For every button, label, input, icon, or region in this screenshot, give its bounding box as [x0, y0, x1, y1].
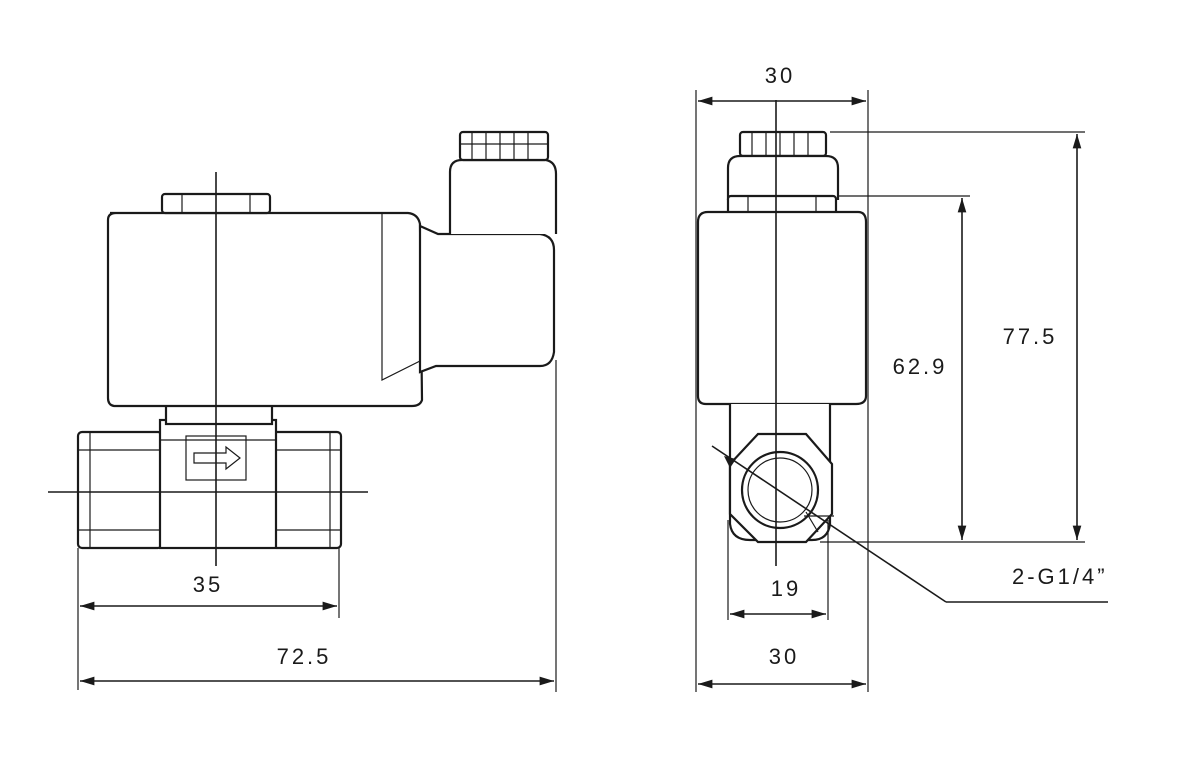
front-view: 35 72.5 [48, 130, 558, 692]
port-callout-leader [711, 445, 1108, 603]
dim-label-bottom-30: 30 [769, 644, 799, 669]
dim-label-top-30: 30 [765, 63, 795, 88]
front-valve-body [158, 402, 278, 550]
dim-label-62-9: 62.9 [893, 354, 948, 379]
front-fitting-left [76, 430, 164, 550]
side-top-nut [726, 194, 838, 216]
side-view: 30 19 30 62.9 77.5 2-G1/4” [695, 63, 1108, 692]
side-coil [696, 210, 868, 406]
front-connector [418, 130, 558, 374]
dim-label-19: 19 [771, 576, 801, 601]
side-valve-body [728, 404, 834, 544]
dim-label-72-5: 72.5 [277, 644, 332, 669]
dim-label-77-5: 77.5 [1003, 324, 1058, 349]
side-connector [726, 130, 840, 200]
port-callout-label: 2-G1/4” [1012, 564, 1108, 589]
front-coil [106, 211, 424, 408]
dim-label-35: 35 [193, 572, 223, 597]
front-fitting-right [271, 430, 343, 550]
